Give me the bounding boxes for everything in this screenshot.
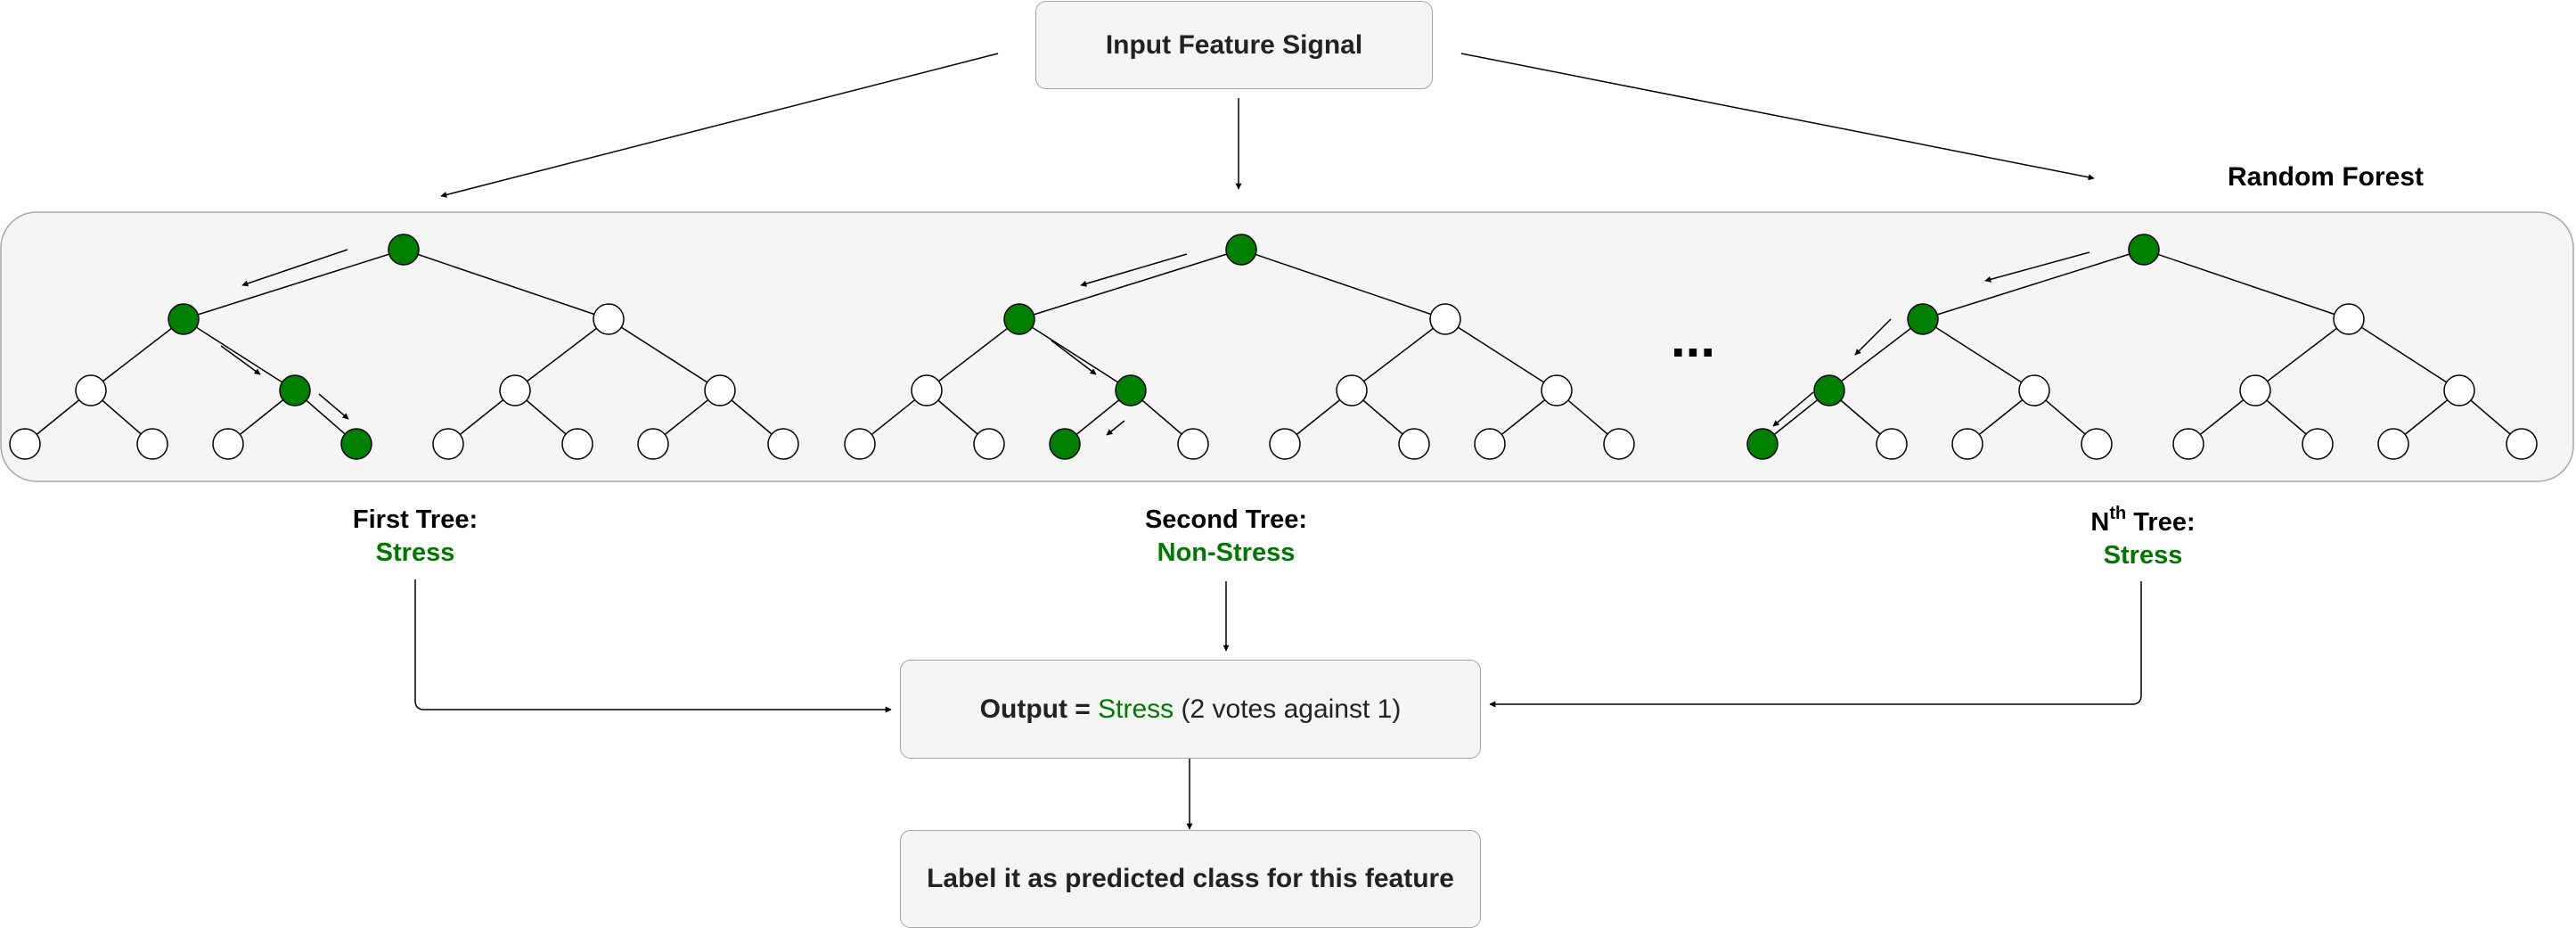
arrow-input-to-nth-tree <box>1460 53 2095 181</box>
tree-node <box>136 428 168 460</box>
output-result: Stress <box>1098 694 1174 724</box>
path-arrow <box>1984 251 2090 283</box>
tree-node <box>1541 374 1573 407</box>
tree-node <box>1115 374 1147 407</box>
tree-node <box>9 428 41 460</box>
second-tree-prediction: Non-Stress <box>1157 538 1296 567</box>
tree-node <box>637 428 669 460</box>
tree-node <box>2377 428 2409 460</box>
tree-node <box>1269 428 1301 460</box>
random-forest-label: Random Forest <box>2227 162 2425 192</box>
random-forest-panel <box>0 211 2574 482</box>
tree-node <box>432 428 464 460</box>
tree-node <box>1876 428 1908 460</box>
arrow-input-to-first-tree <box>440 53 999 198</box>
ellipsis-more-trees: ... <box>1670 308 1715 368</box>
tree-node <box>212 428 244 460</box>
input-feature-signal-box: Input Feature Signal <box>1035 1 1433 89</box>
tree-node <box>75 374 107 407</box>
tree-node <box>2081 428 2113 460</box>
path-arrow <box>1106 420 1125 436</box>
tree-node <box>2018 374 2050 407</box>
second-tree <box>844 234 1635 460</box>
second-tree-name: Second Tree: <box>1144 505 1308 534</box>
tree-node <box>1951 428 1983 460</box>
path-arrow <box>1051 340 1097 375</box>
tree-node <box>1813 374 1845 407</box>
tree-node <box>561 428 593 460</box>
tree-node <box>1049 428 1081 460</box>
path-arrow <box>1772 391 1814 427</box>
tree-node <box>593 303 625 335</box>
nth-tree-label: Nth Tree: Stress <box>2009 504 2277 572</box>
tree-node <box>2172 428 2204 460</box>
tree-node <box>2333 303 2365 335</box>
tree-node <box>388 234 420 266</box>
first-tree-name: First Tree: <box>352 505 478 534</box>
tree-node <box>279 374 311 407</box>
tree-node <box>2128 234 2160 266</box>
tree-node <box>2302 428 2334 460</box>
first-tree-label: First Tree: Stress <box>282 504 549 570</box>
path-arrow <box>1080 253 1188 287</box>
output-text: Output = Stress (2 votes against 1) <box>979 694 1402 724</box>
path-arrow <box>1854 318 1892 356</box>
tree-node <box>767 428 799 460</box>
tree-node <box>1225 234 1257 266</box>
tree-node <box>911 374 943 407</box>
tree-node <box>2239 374 2271 407</box>
tree-node <box>844 428 876 460</box>
tree-node <box>1474 428 1506 460</box>
tree-node <box>1746 428 1779 460</box>
tree-node <box>1907 303 1939 335</box>
second-tree-label: Second Tree: Non-Stress <box>1092 504 1360 570</box>
tree-node <box>1177 428 1209 460</box>
path-arrow <box>241 249 348 287</box>
tree-node <box>499 374 531 407</box>
final-label-box: Label it as predicted class for this fea… <box>900 830 1481 928</box>
output-box: Output = Stress (2 votes against 1) <box>900 660 1481 759</box>
tree-node <box>168 303 200 335</box>
tree-node <box>704 374 736 407</box>
path-arrow <box>318 393 349 420</box>
first-tree-prediction: Stress <box>375 538 455 567</box>
tree-node <box>340 428 372 460</box>
tree-node <box>1003 303 1035 335</box>
path-arrow <box>220 345 261 375</box>
tree-node <box>1398 428 1430 460</box>
tree-node <box>973 428 1005 460</box>
input-feature-signal-label: Input Feature Signal <box>1105 29 1363 60</box>
final-label-text: Label it as predicted class for this fea… <box>927 864 1454 893</box>
arrow-first-tree-to-output <box>414 579 892 713</box>
tree-node <box>1603 428 1635 460</box>
tree-node <box>1336 374 1368 407</box>
tree-node <box>1429 303 1461 335</box>
first-tree <box>9 234 799 460</box>
tree-node <box>2443 374 2475 407</box>
tree-node <box>2506 428 2538 460</box>
nth-tree-name: Nth Tree: <box>2090 504 2196 537</box>
nth-tree <box>1746 234 2538 460</box>
nth-tree-prediction: Stress <box>2103 541 2183 570</box>
arrow-nth-tree-to-output <box>1489 581 2142 708</box>
